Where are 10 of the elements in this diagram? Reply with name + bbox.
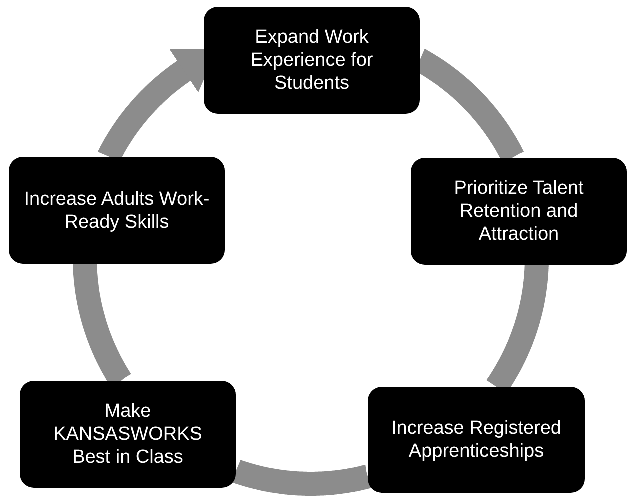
step-box bbox=[9, 157, 225, 264]
step-box bbox=[204, 7, 420, 114]
step-text: Expand Work Experience for Students bbox=[250, 26, 374, 95]
step-box bbox=[411, 158, 627, 265]
step-text: Make KANSASWORKS Best in Class bbox=[52, 400, 204, 469]
step-text: Prioritize Talent Retention and Attraction bbox=[453, 177, 585, 246]
step-text: Increase Adults Work-Ready Skills bbox=[23, 188, 211, 234]
step-text: Increase Registered Apprenticeships bbox=[390, 417, 563, 463]
step-box bbox=[368, 387, 585, 493]
step-box bbox=[20, 381, 236, 488]
